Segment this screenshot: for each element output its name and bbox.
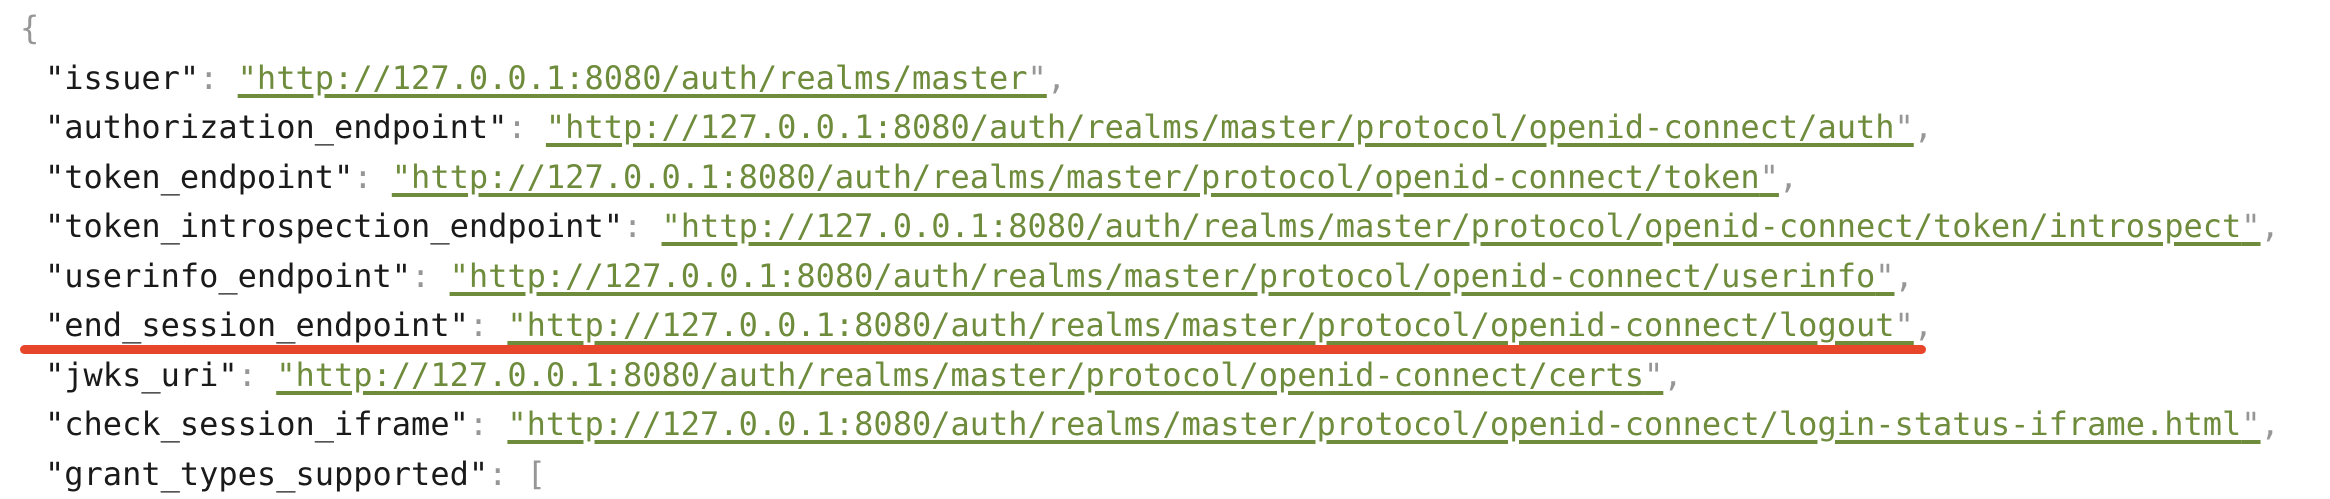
- json-line: "jwks_uri": "http://127.0.0.1:8080/auth/…: [45, 351, 2330, 401]
- json-line: "authorization_endpoint": "http://127.0.…: [45, 103, 2330, 153]
- endpoint-link[interactable]: "http://127.0.0.1:8080/auth/realms/maste…: [276, 356, 1663, 394]
- json-comma: ,: [1895, 257, 1914, 295]
- json-colon: :: [199, 59, 238, 97]
- endpoint-link[interactable]: "http://127.0.0.1:8080/auth/realms/maste…: [507, 405, 2260, 443]
- json-key: "end_session_endpoint": [45, 306, 469, 344]
- array-open-bracket: [: [527, 455, 546, 493]
- json-comma: ,: [1914, 306, 1933, 344]
- endpoint-link[interactable]: "http://127.0.0.1:8080/auth/realms/maste…: [662, 207, 2261, 245]
- json-comma: ,: [1779, 158, 1798, 196]
- json-line: "check_session_iframe": "http://127.0.0.…: [45, 400, 2330, 450]
- json-colon: :: [238, 356, 277, 394]
- json-line: "end_session_endpoint": "http://127.0.0.…: [45, 301, 2330, 351]
- json-colon: :: [353, 158, 392, 196]
- json-key: "jwks_uri": [45, 356, 238, 394]
- open-brace: {: [20, 9, 39, 47]
- closing-quote: ": [1895, 306, 1914, 344]
- endpoint-url: "http://127.0.0.1:8080/auth/realms/maste…: [238, 59, 1028, 97]
- json-open-brace-line: {: [20, 4, 2330, 54]
- endpoint-url: "http://127.0.0.1:8080/auth/realms/maste…: [546, 108, 1895, 146]
- json-line: "token_introspection_endpoint": "http://…: [45, 202, 2330, 252]
- json-key: "grant_types_supported": [45, 455, 488, 493]
- closing-quote: ": [1028, 59, 1047, 97]
- endpoint-link[interactable]: "http://127.0.0.1:8080/auth/realms/maste…: [450, 257, 1895, 295]
- json-key: "issuer": [45, 59, 199, 97]
- json-key: "token_introspection_endpoint": [45, 207, 623, 245]
- json-line: "issuer": "http://127.0.0.1:8080/auth/re…: [45, 54, 2330, 104]
- closing-quote: ": [1644, 356, 1663, 394]
- json-colon: :: [411, 257, 450, 295]
- json-key: "check_session_iframe": [45, 405, 469, 443]
- json-key: "token_endpoint": [45, 158, 353, 196]
- json-colon: :: [469, 405, 508, 443]
- endpoint-url: "http://127.0.0.1:8080/auth/realms/maste…: [507, 405, 2241, 443]
- json-key: "authorization_endpoint": [45, 108, 507, 146]
- json-entries: "issuer": "http://127.0.0.1:8080/auth/re…: [20, 54, 2330, 499]
- endpoint-link[interactable]: "http://127.0.0.1:8080/auth/realms/maste…: [546, 108, 1914, 146]
- json-colon: :: [623, 207, 662, 245]
- json-comma: ,: [2261, 405, 2280, 443]
- json-comma: ,: [2261, 207, 2280, 245]
- endpoint-link[interactable]: "http://127.0.0.1:8080/auth/realms/maste…: [392, 158, 1779, 196]
- json-comma: ,: [1663, 356, 1682, 394]
- endpoint-url: "http://127.0.0.1:8080/auth/realms/maste…: [450, 257, 1876, 295]
- json-colon: :: [469, 306, 508, 344]
- json-colon: :: [507, 108, 546, 146]
- closing-quote: ": [1895, 108, 1914, 146]
- json-line: "grant_types_supported": [: [45, 450, 2330, 499]
- closing-quote: ": [2241, 207, 2260, 245]
- endpoint-link[interactable]: "http://127.0.0.1:8080/auth/realms/maste…: [507, 306, 1913, 344]
- closing-quote: ": [2241, 405, 2260, 443]
- json-comma: ,: [1047, 59, 1066, 97]
- closing-quote: ": [1875, 257, 1894, 295]
- endpoint-url: "http://127.0.0.1:8080/auth/realms/maste…: [662, 207, 2242, 245]
- json-comma: ,: [1914, 108, 1933, 146]
- json-line: "token_endpoint": "http://127.0.0.1:8080…: [45, 153, 2330, 203]
- endpoint-url: "http://127.0.0.1:8080/auth/realms/maste…: [507, 306, 1894, 344]
- closing-quote: ": [1760, 158, 1779, 196]
- json-key: "userinfo_endpoint": [45, 257, 411, 295]
- json-colon: :: [488, 455, 527, 493]
- endpoint-link[interactable]: "http://127.0.0.1:8080/auth/realms/maste…: [238, 59, 1047, 97]
- endpoint-url: "http://127.0.0.1:8080/auth/realms/maste…: [276, 356, 1644, 394]
- json-line: "userinfo_endpoint": "http://127.0.0.1:8…: [45, 252, 2330, 302]
- endpoint-url: "http://127.0.0.1:8080/auth/realms/maste…: [392, 158, 1760, 196]
